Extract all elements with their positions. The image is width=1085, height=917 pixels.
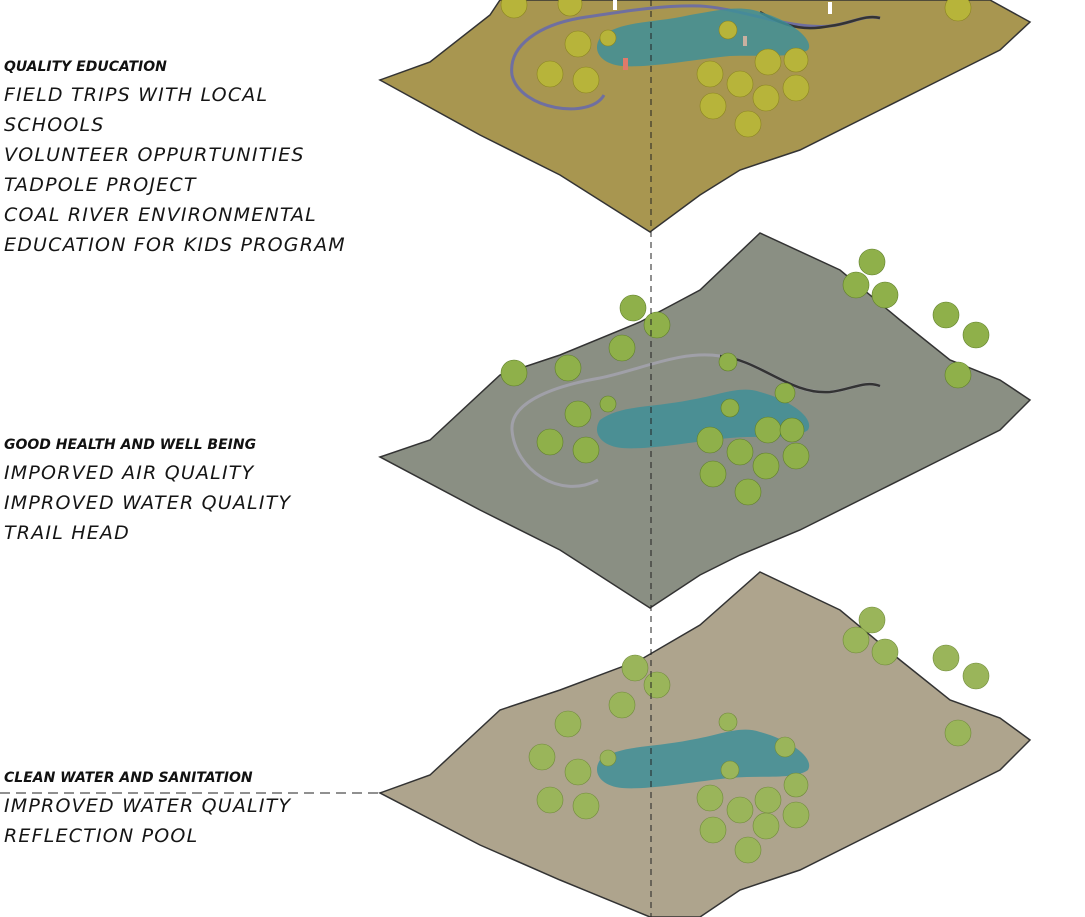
section-good-health: GOOD HEALTH AND WELL BEING IMPORVED AIR … — [4, 436, 291, 548]
item-quality-education: VOLUNTEER OPPURTUNITIES — [4, 144, 305, 166]
layer-good-health — [378, 232, 1032, 609]
heading-good-health: GOOD HEALTH AND WELL BEING — [4, 437, 257, 453]
item-clean-water: REFLECTION POOL — [4, 825, 199, 847]
people-figures — [613, 0, 832, 70]
water-pond-quality-education — [596, 8, 810, 67]
item-quality-education: FIELD TRIPS WITH LOCAL — [4, 84, 269, 106]
section-quality-education: QUALITY EDUCATION FIELD TRIPS WITH LOCAL… — [4, 58, 346, 260]
item-clean-water: IMPROVED WATER QUALITY — [4, 795, 292, 817]
water-pond-clean-water — [596, 729, 810, 789]
item-good-health: IMPROVED WATER QUALITY — [4, 492, 292, 514]
tree-cluster-clean-water — [528, 606, 990, 864]
section-clean-water: CLEAN WATER AND SANITATION IMPROVED WATE… — [4, 769, 291, 851]
heading-clean-water: CLEAN WATER AND SANITATION — [4, 770, 253, 786]
item-good-health: IMPORVED AIR QUALITY — [4, 462, 255, 484]
layer-quality-education — [378, 0, 1032, 233]
trail-dark-segment-good-health — [719, 354, 881, 394]
tree-cluster-quality-education — [500, 0, 972, 138]
item-quality-education: SCHOOLS — [4, 114, 105, 136]
item-quality-education: COAL RIVER ENVIRONMENTAL — [4, 204, 317, 226]
heading-quality-education: QUALITY EDUCATION — [4, 59, 167, 75]
item-good-health: TRAIL HEAD — [4, 522, 130, 544]
item-quality-education: TADPOLE PROJECT — [4, 174, 197, 196]
tree-cluster-good-health — [500, 248, 990, 506]
item-quality-education: EDUCATION FOR KIDS PROGRAM — [4, 234, 346, 256]
layer-clean-water — [378, 571, 1032, 917]
